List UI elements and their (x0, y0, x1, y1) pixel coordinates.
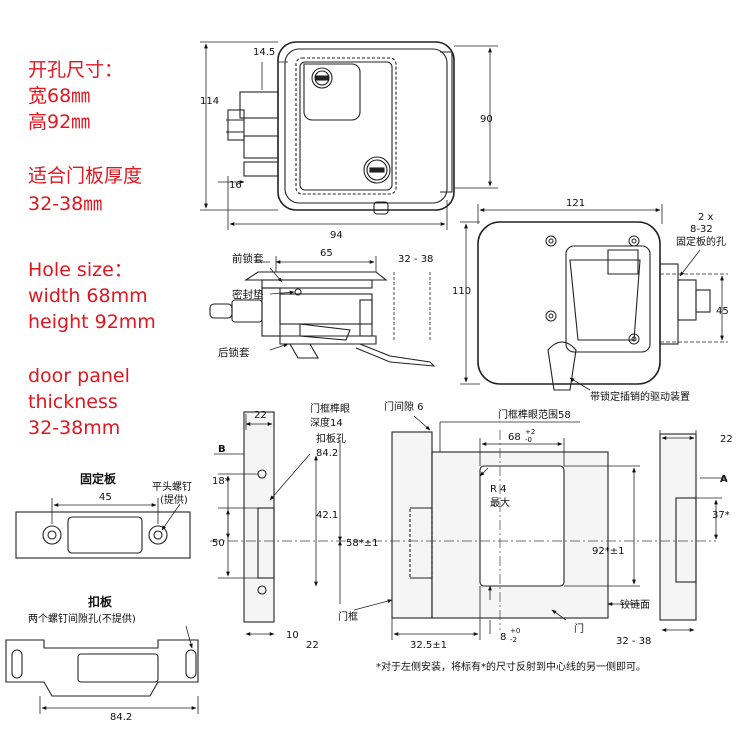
door-dim-68-tol-down: -0 (525, 436, 532, 444)
front-dim-14-5: 14.5 (253, 47, 275, 58)
mortise-label-2: 深度14 (310, 416, 343, 429)
side-view (209, 271, 436, 367)
jamb-dim-22-bottom: 22 (306, 640, 319, 651)
spec-thickness-en-3: 32-38mm (28, 417, 121, 439)
door-dim-92: 92*±1 (592, 546, 624, 557)
right-dim-22: 22 (720, 434, 733, 445)
jamb-dim-22-top: 22 (254, 410, 267, 421)
jamb-dim-42-1: 42.1 (316, 510, 338, 521)
jamb-dim-10: 10 (286, 630, 299, 641)
spec-height-cn: 高92㎜ (28, 111, 91, 133)
spec-hole-size-en: Hole size： (28, 259, 133, 281)
footnote: *对于左侧安装，将标有*的尺寸反射到中心线的另一侧即可。 (376, 660, 646, 673)
section-b-label: B (218, 444, 226, 455)
front-dim-height: 114 (200, 96, 219, 107)
flat-screw-provided: (提供) (160, 493, 188, 506)
fixing-plate (15, 511, 191, 559)
strike-plate-note: 两个螺钉间隙孔(不提供) (28, 612, 136, 625)
spec-thickness-cn: 32-38㎜ (28, 193, 103, 215)
jamb-view (243, 411, 697, 623)
mortise-label-3: 扣板孔 (316, 432, 346, 445)
back-view (477, 221, 711, 391)
fixing-plate-title: 固定板 (80, 471, 117, 486)
side-dim-65: 65 (320, 248, 333, 259)
strike-plate-dim-84-2: 84.2 (110, 712, 132, 723)
right-dim-32-38: 32 - 38 (616, 636, 651, 647)
mortise-label-4: 84.2 (316, 448, 338, 459)
door-dim-32-5: 32.5±1 (410, 640, 447, 651)
jamb-dim-18: 18* (212, 476, 230, 487)
spec-thickness-title-cn: 适合门板厚度 (28, 165, 143, 187)
holes-count: 2 x (698, 212, 714, 223)
front-view (226, 41, 455, 215)
fixing-plate-dim-45: 45 (99, 492, 112, 503)
front-dim-width: 94 (330, 230, 343, 241)
door-frame-label: 门框 (338, 610, 358, 623)
holes-screw-size: 8-32 (690, 224, 713, 235)
back-dim-110: 110 (452, 286, 471, 297)
spec-width-cn: 宽68㎜ (28, 85, 91, 107)
strike-plate-title: 扣板 (88, 594, 113, 609)
door-dim-8-tol-down: -2 (510, 636, 517, 644)
door-dim-68-tol-up: +2 (525, 428, 535, 436)
radius-label: R 4 (490, 484, 507, 495)
back-dim-121: 121 (566, 198, 585, 209)
mortise-label-1: 门框榫眼 (310, 402, 350, 415)
spec-height-en: height 92mm (28, 311, 156, 333)
mounting-hole-icons (545, 235, 640, 345)
strike-plate (5, 639, 199, 697)
spec-thickness-en-1: door panel (28, 365, 130, 387)
hinge-face-label: 铰链面 (620, 598, 650, 611)
key-cylinder-icon (311, 67, 391, 184)
drive-unit-label: 带锁定插销的驱动装置 (590, 390, 690, 403)
front-dim-90: 90 (480, 114, 493, 125)
label-seal: 密封垫 (232, 288, 264, 301)
label-front-lock-sleeve: 前锁套 (232, 252, 264, 265)
side-dim-32-38: 32 - 38 (398, 254, 433, 265)
door-dim-68: 68 (508, 432, 521, 443)
front-dim-16: 16 (229, 180, 242, 191)
spec-title-cn: 开孔尺寸： (28, 59, 124, 81)
spec-thickness-en-2: thickness (28, 391, 118, 413)
back-dim-45: 45 (716, 306, 729, 317)
door-label: 门 (574, 622, 584, 635)
door-gap-label: 门间隙 6 (384, 400, 424, 413)
right-dim-37: 37* (712, 510, 730, 521)
door-dim-8-tol-up: +0 (510, 627, 520, 635)
label-rear-lock-sleeve: 后锁套 (218, 346, 250, 359)
spec-width-en: width 68mm (28, 285, 148, 307)
mortise-range-label: 门框榫眼范围58 (498, 408, 571, 421)
jamb-dim-58: 58*±1 (346, 538, 378, 549)
holes-label: 固定板的孔 (676, 235, 726, 248)
jamb-dim-50: 50 (212, 538, 225, 549)
door-dim-8: 8 (500, 632, 506, 643)
flat-screw-label: 平头螺钉 (152, 481, 192, 493)
section-a-label: A (720, 474, 728, 485)
radius-max-label: 最大 (490, 496, 510, 509)
